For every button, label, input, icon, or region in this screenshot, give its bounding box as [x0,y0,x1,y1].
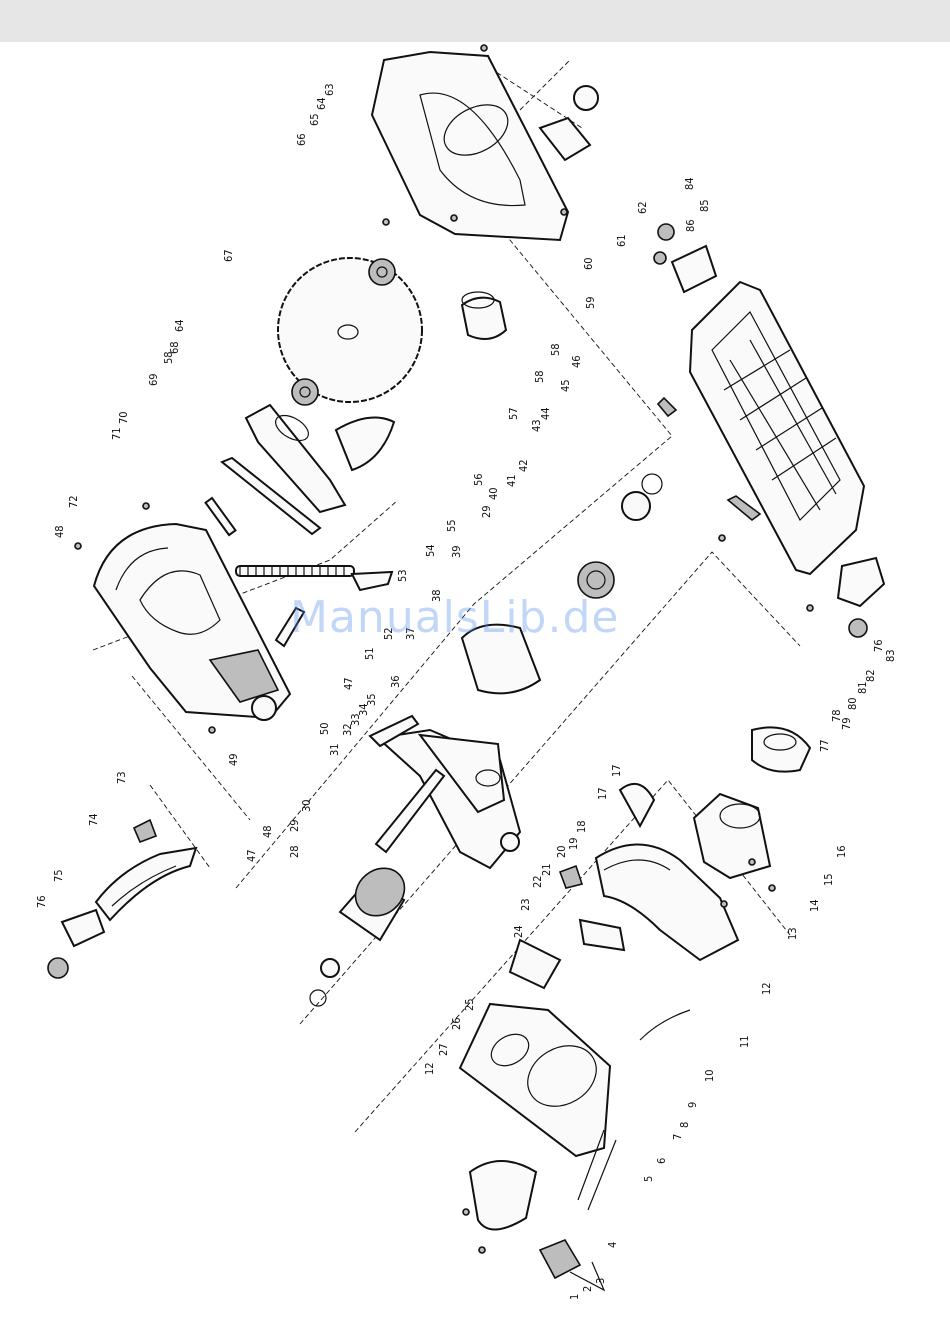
callout-63: 63 [323,83,336,96]
callout-70: 70 [117,411,130,424]
callout-1: 1 [568,1294,581,1300]
callout-22: 22 [531,875,544,888]
callout-47: 47 [342,677,355,690]
callout-11: 11 [738,1035,751,1048]
callout-43: 43 [530,419,543,432]
motor-cover [694,727,810,878]
callout-15: 15 [822,873,835,886]
saw-blade [278,258,422,405]
callout-45: 45 [559,379,572,392]
callout-66: 66 [295,133,308,146]
callout-74: 74 [87,813,100,826]
callout-71: 71 [110,427,123,440]
callout-64: 64 [173,319,186,332]
fence-and-knob [48,820,196,978]
callout-35: 35 [365,693,378,706]
callout-44: 44 [539,407,552,420]
callout-7: 7 [671,1134,684,1140]
callout-17: 17 [596,787,609,800]
callout-67: 67 [222,249,235,262]
dust-spout [462,292,506,339]
callout-3: 3 [594,1278,607,1284]
callout-50: 50 [318,722,331,735]
callout-16: 16 [835,845,848,858]
callout-30: 30 [300,799,313,812]
callout-29: 29 [288,819,301,832]
handle-housing [94,524,290,720]
callout-12: 12 [423,1062,436,1075]
callout-21: 21 [540,863,553,876]
callout-6: 6 [655,1158,668,1164]
callout-48: 48 [53,525,66,538]
callout-60: 60 [582,257,595,270]
callout-4: 4 [606,1242,619,1248]
callout-28: 28 [288,845,301,858]
callout-72: 72 [67,495,80,508]
callout-5: 5 [642,1176,655,1182]
viewer-top-bar [0,0,950,42]
swing-arm [370,716,520,868]
callout-65: 65 [308,113,321,126]
callout-61: 61 [615,234,628,247]
guard-bracket [206,405,394,535]
watermark-text: ManualsLib.de [290,592,619,643]
callout-42: 42 [517,459,530,472]
callout-13: 13 [786,927,799,940]
callout-39: 39 [450,545,463,558]
callout-85: 85 [698,199,711,212]
callout-77: 77 [818,739,831,752]
callout-53: 53 [396,569,409,582]
callout-56: 56 [472,473,485,486]
callout-23: 23 [519,898,532,911]
callout-46: 46 [570,355,583,368]
callout-36: 36 [389,675,402,688]
callout-58: 58 [162,351,175,364]
callout-79: 79 [840,717,853,730]
callout-10: 10 [703,1069,716,1082]
callout-41: 41 [505,474,518,487]
callout-14: 14 [808,899,821,912]
callout-24: 24 [512,925,525,938]
callout-51: 51 [363,647,376,660]
callout-64: 64 [315,97,328,110]
callout-69: 69 [147,373,160,386]
callout-17: 17 [610,764,623,777]
callout-54: 54 [424,544,437,557]
callout-18: 18 [575,820,588,833]
callout-83: 83 [884,649,897,662]
callout-73: 73 [115,771,128,784]
callout-47: 47 [245,849,258,862]
base-frame [654,224,884,637]
callout-9: 9 [686,1102,699,1108]
callout-62: 62 [636,201,649,214]
callout-25: 25 [463,998,476,1011]
callout-31: 31 [328,743,341,756]
callout-80: 80 [846,697,859,710]
callout-81: 81 [856,681,869,694]
exploded-parts-diagram: 1234567891011121314151617171819202122232… [0,42,950,1344]
callout-82: 82 [864,669,877,682]
callout-27: 27 [437,1043,450,1056]
callout-8: 8 [678,1122,691,1128]
callout-48: 48 [261,825,274,838]
callout-57: 57 [507,407,520,420]
callout-86: 86 [684,219,697,232]
callout-55: 55 [445,519,458,532]
callout-labels: 1234567891011121314151617171819202122232… [35,83,897,1300]
callout-58: 58 [549,343,562,356]
callout-58: 58 [533,370,546,383]
callout-76: 76 [35,895,48,908]
callout-12: 12 [760,982,773,995]
callout-20: 20 [555,845,568,858]
callout-2: 2 [581,1286,594,1292]
callout-59: 59 [584,296,597,309]
callout-49: 49 [227,753,240,766]
callout-29: 29 [480,505,493,518]
callout-40: 40 [487,487,500,500]
motor-armature [310,770,444,1006]
callout-26: 26 [450,1017,463,1030]
callout-84: 84 [683,177,696,190]
callout-75: 75 [52,869,65,882]
callout-19: 19 [567,837,580,850]
